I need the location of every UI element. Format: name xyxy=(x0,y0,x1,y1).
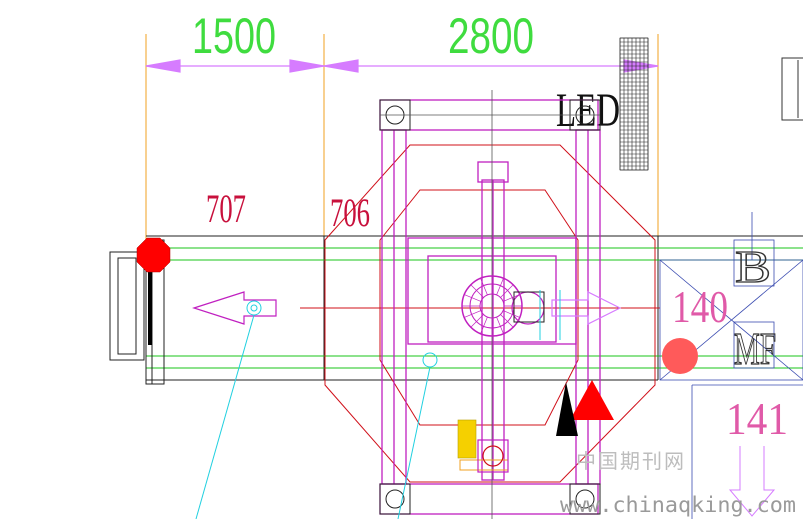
right-wall-frame xyxy=(781,57,803,121)
station-mf-label: MF xyxy=(734,323,776,374)
warning-triangle-icon xyxy=(570,380,614,420)
down-arrow-outline xyxy=(728,446,776,517)
dimension-right-span: 2800 xyxy=(448,8,534,64)
zone-140-label: 140 xyxy=(672,281,728,332)
zone-141-label: 141 xyxy=(726,393,788,444)
flow-arrow-icon xyxy=(192,291,622,325)
dimension-left-span: 1500 xyxy=(192,8,276,64)
dimension-extension-lines xyxy=(145,34,659,250)
gear-icon xyxy=(461,275,545,337)
safety-zone-octagons xyxy=(324,144,656,483)
watermark-chinese: 中国期刊网 xyxy=(576,449,686,473)
right-sensor-dot xyxy=(662,338,698,374)
station-b-label: B xyxy=(735,241,771,292)
cyan-sensors xyxy=(195,290,561,519)
watermark-url: www.chinaqking.com xyxy=(560,493,796,517)
bottom-actuator xyxy=(457,419,509,473)
robot-gantry-frame xyxy=(379,99,601,515)
black-warning-triangle xyxy=(556,382,578,436)
zone-707-label: 707 xyxy=(206,186,246,231)
zone-706-label: 706 xyxy=(330,190,370,235)
red-octagon-light-icon xyxy=(136,237,171,273)
led-label: LED xyxy=(556,84,620,137)
led-grid-icon xyxy=(619,37,649,171)
